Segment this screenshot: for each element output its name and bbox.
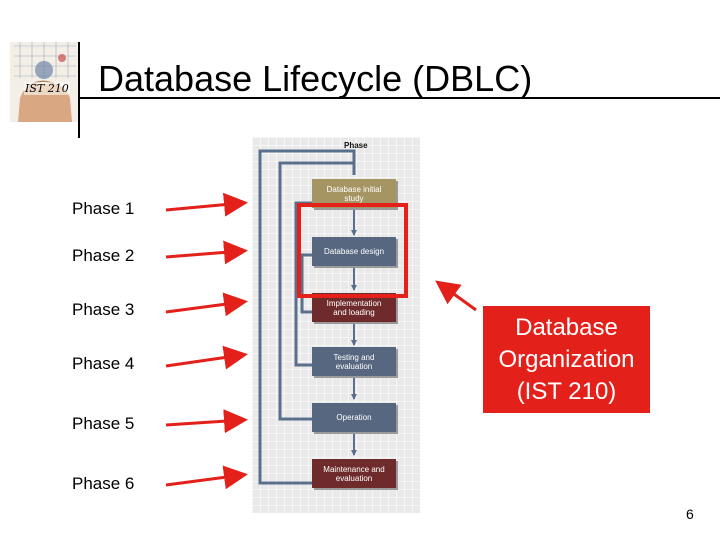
header-horizontal-rule bbox=[78, 97, 720, 99]
course-logo: IST 210 bbox=[10, 42, 80, 122]
phase-label-1: Phase 1 bbox=[72, 199, 135, 218]
step-database-design: Database design bbox=[312, 237, 396, 266]
phase-6-arrow bbox=[165, 465, 248, 490]
header-vertical-rule bbox=[78, 42, 80, 138]
phase-3-arrow bbox=[165, 292, 248, 317]
step-operation: Operation bbox=[312, 403, 396, 432]
step-6-line1: Maintenance and bbox=[323, 464, 385, 474]
callout-line-3: (IST 210) bbox=[516, 377, 617, 405]
step-1-line1: Database initial bbox=[326, 184, 382, 194]
step-3-line1: Implementation bbox=[326, 298, 382, 308]
step-1-line2: study bbox=[344, 193, 364, 203]
callout-line-1: Database bbox=[515, 313, 618, 341]
page-title: Database Lifecycle (DBLC) bbox=[98, 58, 533, 99]
step-3-line2: and loading bbox=[333, 307, 375, 317]
figure-header: Phase bbox=[344, 141, 368, 150]
phase-label-5: Phase 5 bbox=[72, 414, 135, 433]
phase-label-2: Phase 2 bbox=[72, 246, 135, 265]
phase-label-4: Phase 4 bbox=[72, 354, 135, 373]
callout-arrow bbox=[435, 280, 477, 312]
step-5-line1: Operation bbox=[336, 413, 372, 422]
flow-lines bbox=[258, 149, 357, 485]
step-2-line1: Database design bbox=[323, 247, 385, 256]
step-4-line2: evaluation bbox=[335, 361, 373, 371]
phase-5-arrow bbox=[165, 409, 248, 434]
step-4-line1: Testing and bbox=[333, 352, 375, 362]
logo-text: IST 210 bbox=[24, 82, 70, 95]
course-scope-highlight bbox=[297, 203, 408, 298]
course-callout: Database Organization (IST 210) bbox=[483, 306, 650, 413]
phase-1-arrow bbox=[165, 192, 248, 217]
callout-line-2: Organization bbox=[498, 345, 635, 373]
phase-label-6: Phase 6 bbox=[72, 474, 135, 493]
slide-number: 6 bbox=[686, 506, 694, 522]
phase-2-arrow bbox=[165, 240, 248, 265]
phase-label-3: Phase 3 bbox=[72, 300, 135, 319]
step-6-line2: evaluation bbox=[335, 473, 373, 483]
phase-4-arrow bbox=[165, 345, 248, 370]
